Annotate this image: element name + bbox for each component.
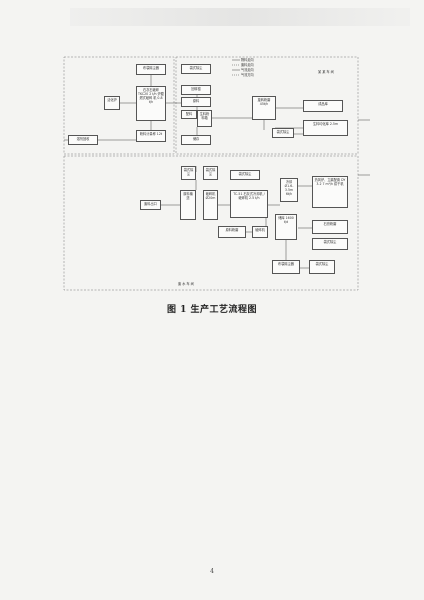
flow-box: 旋转粉磨 45t/h <box>252 96 276 120</box>
zone-bottom <box>63 155 359 291</box>
legend-item: 物料走向 <box>241 58 254 62</box>
flow-box: 废料出口 <box>140 200 161 210</box>
zone-left-top <box>63 56 175 155</box>
flow-box: 回转窑 <box>181 85 211 95</box>
page-number: 4 <box>210 568 214 575</box>
legend-item: 废料走向 <box>241 63 254 67</box>
zone-label: 废 水 车 间 <box>178 282 194 286</box>
zone-label: 某 某 车 间 <box>318 70 334 74</box>
flow-box: 生料粉料箱 <box>197 110 212 127</box>
flow-box: 破碎机 <box>252 226 268 238</box>
zone-right-top <box>175 56 359 155</box>
flow-box: 溶剂回收 <box>68 135 98 145</box>
flow-box: 袋式除尘 <box>312 238 348 250</box>
flow-box: TC-51 石灰式冷却机 / 破碎机 2.5 t/h <box>230 190 268 218</box>
figure-caption: 图 1 生产工艺流程图 <box>166 305 258 315</box>
flow-box: 成品库 <box>303 100 343 112</box>
flow-box: 储存 <box>181 135 211 145</box>
flow-box: 原料粉磨 <box>218 226 246 238</box>
flow-box: 原料 <box>181 97 211 107</box>
flow-box: 袋式除尘 <box>230 170 260 180</box>
flow-box: 袋式除尘 <box>272 128 294 138</box>
flow-box: 热风炉、立磨配置 DY 3.2 7 m³/h 烘干机 <box>312 176 348 208</box>
flow-box: 原料输送 <box>180 190 196 220</box>
flow-box: 冷却 Ø1.6-3.5m 6t/h <box>280 178 298 202</box>
flow-box: 活化炉 <box>104 96 120 110</box>
flow-box: 布袋除尘器 <box>272 260 300 274</box>
flow-box: 袋式除尘 <box>203 166 218 180</box>
flow-box: 石灰石破碎 TKC20 2 t/h 炉膛燃式破碎 机 0.8 t/h <box>136 86 166 121</box>
flow-box: 袋式除尘 <box>181 166 196 180</box>
flow-box: 袋式除尘 <box>181 64 211 74</box>
flow-box: 配料 <box>181 110 197 119</box>
flow-box: 粉料计量称 12t <box>136 130 166 142</box>
scan-smudge <box>70 8 410 26</box>
flow-box: 储库 1600 t/d <box>275 214 297 240</box>
legend-item: 气流方向 <box>241 73 254 77</box>
flow-box: 石膏粉磨 <box>312 220 348 234</box>
flow-box: 布袋除尘器 <box>136 64 166 75</box>
flow-box: 生料均化库 2.5m <box>303 120 348 136</box>
flow-box: 破碎机 Ø20m <box>203 190 218 220</box>
legend-item: 气流走向 <box>241 68 254 72</box>
flow-box: 袋式除尘 <box>309 260 335 274</box>
